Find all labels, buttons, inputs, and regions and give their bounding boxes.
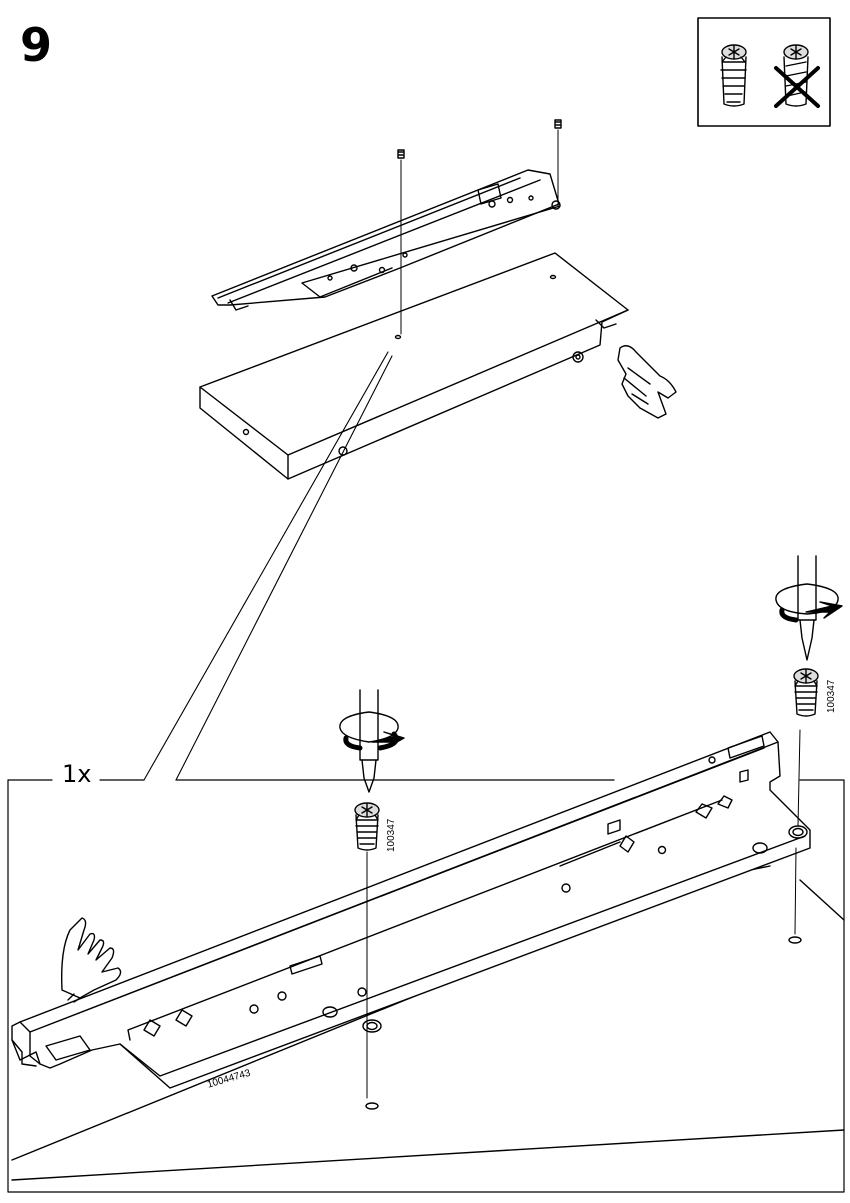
quantity-label: 1x xyxy=(58,762,95,786)
screw-orientation-info-icon xyxy=(698,18,830,126)
screw-article-number-left: 100347 xyxy=(386,819,397,852)
screw-article-number-right: 100347 xyxy=(826,680,837,713)
screwdriver-icon-right xyxy=(776,556,842,660)
screw-detail-right xyxy=(794,669,818,934)
pressing-hand-icon xyxy=(618,346,676,418)
screwdriver-icon-left xyxy=(340,690,404,792)
drawer-runner-detail xyxy=(12,732,810,1088)
